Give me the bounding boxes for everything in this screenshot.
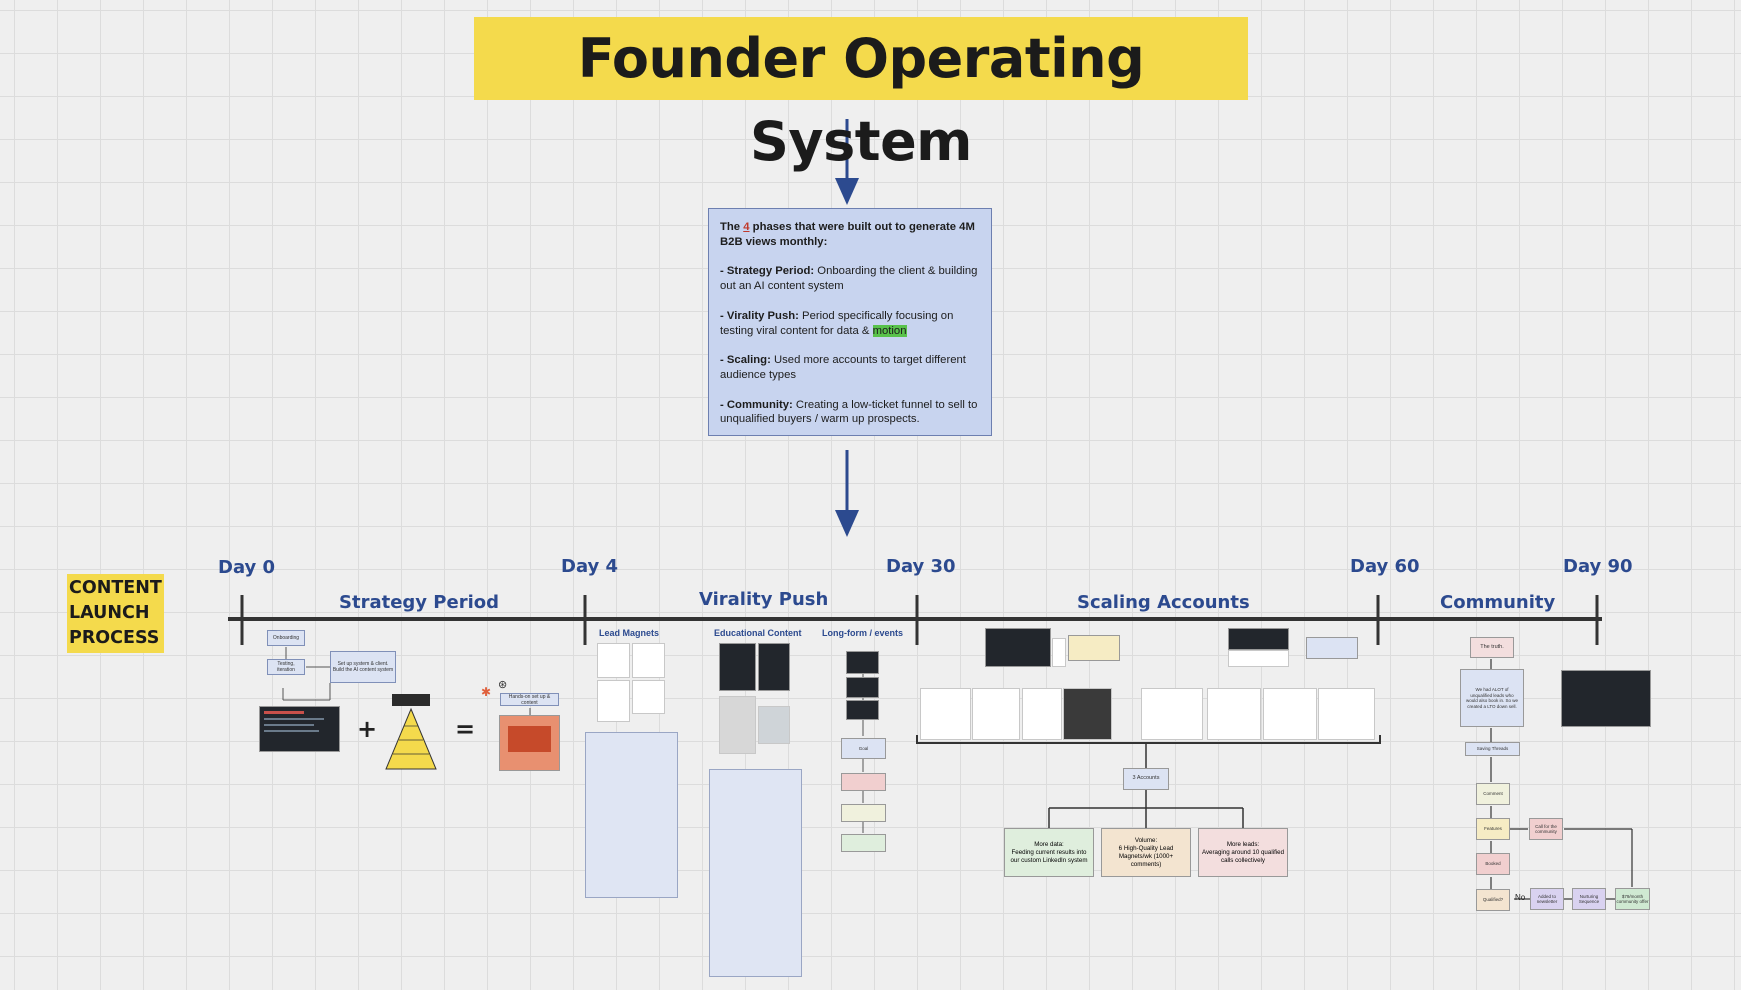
day-label-0: Day 0	[218, 557, 276, 578]
summary-phase-community: - Community: Creating a low-ticket funne…	[720, 398, 978, 426]
virality-col-longform: Long-form / events	[822, 628, 904, 638]
community-truth-box: The truth.	[1470, 637, 1514, 658]
summary-phase-strategy: - Strategy Period: Onboarding the client…	[720, 265, 978, 293]
content-launch-process-label: CONTENT LAUNCH PROCESS	[67, 574, 164, 653]
outcome-more-leads: More leads:Averaging around 10 qualified…	[1198, 828, 1288, 877]
spark-icon: ✱	[481, 685, 492, 699]
scaling-post-thumb	[972, 688, 1020, 740]
lead-magnet-thumb	[632, 643, 665, 678]
phase-label-strategy: Strategy Period	[339, 592, 499, 613]
community-offer-screenshot	[1561, 670, 1651, 727]
day-label-60: Day 60	[1350, 556, 1420, 577]
outcome-more-data: More data:Feeding current results into o…	[1004, 828, 1094, 877]
longform-step-box	[841, 834, 886, 852]
scaling-post-thumb	[1063, 688, 1112, 740]
community-step-qualified: Qualified?	[1476, 889, 1510, 911]
plus-operator: +	[357, 715, 378, 743]
day-label-4: Day 4	[561, 556, 619, 577]
scaling-post-thumb	[1263, 688, 1317, 740]
phase-label-virality: Virality Push	[699, 589, 829, 610]
scaling-account-screenshot	[1228, 628, 1289, 650]
virality-col-educational: Educational Content	[714, 628, 802, 638]
lead-magnet-thumb	[632, 680, 665, 714]
strategy-result-screenshot	[499, 715, 560, 771]
community-flow-offer: $79/month community offer	[1615, 888, 1650, 910]
phases-summary-card: The 4 phases that were built out to gene…	[708, 208, 992, 436]
community-step-booked: Booked	[1476, 853, 1510, 875]
scaling-post-thumb	[1022, 688, 1062, 740]
longform-step-box	[841, 773, 886, 791]
scaling-account-screenshot	[1228, 650, 1289, 667]
community-call-box: Call for the community	[1529, 818, 1563, 840]
educational-post-thumb	[758, 706, 790, 744]
scaling-post-thumb	[1207, 688, 1261, 740]
longform-event-thumb	[846, 700, 879, 720]
scaling-note-box	[1306, 637, 1358, 659]
phase-label-community: Community	[1440, 592, 1556, 613]
strategy-onboarding-box: Onboarding	[267, 630, 305, 646]
community-step-features: Features	[1476, 818, 1510, 840]
community-step-comment: Comment	[1476, 783, 1510, 805]
summary-intro: The 4 phases that were built out to gene…	[720, 221, 975, 248]
strategy-end-box: Hands-on set up & content	[500, 693, 559, 706]
strategy-testing-box: Testing, iteration	[267, 659, 305, 675]
longform-event-thumb	[846, 651, 879, 674]
community-no-label: No	[1515, 893, 1526, 902]
scaling-post-thumb	[1141, 688, 1203, 740]
community-note-box: We had ALOT of unqualified leads who wou…	[1460, 669, 1524, 727]
longform-event-thumb	[846, 677, 879, 698]
educational-post-thumb	[758, 643, 790, 691]
virality-col-lead-magnets: Lead Magnets	[599, 628, 660, 638]
educational-notes-doc	[709, 769, 802, 977]
content-pyramid-graphic	[385, 694, 437, 770]
longform-goal-box: Goal	[841, 738, 886, 759]
scaling-accounts-box: 3 Accounts	[1123, 768, 1169, 790]
strategy-dashboard-screenshot	[259, 706, 340, 752]
scaling-post-thumb	[920, 688, 971, 740]
outcome-volume: Volume:6 High-Quality Lead Magnets/wk (1…	[1101, 828, 1191, 877]
community-flow-newsletter: Added to newsletter	[1530, 888, 1564, 910]
scaling-account-screenshot	[985, 628, 1051, 667]
scaling-account-screenshot	[1052, 638, 1066, 667]
community-saving-threads-box: Saving Threads	[1465, 742, 1520, 756]
equals-operator: =	[455, 715, 476, 743]
lead-magnet-notes-doc	[585, 732, 678, 898]
day-label-30: Day 30	[886, 556, 956, 577]
strategy-setup-box: Set up system & client. Build the AI con…	[330, 651, 396, 683]
scaling-post-thumb	[1318, 688, 1375, 740]
community-flow-nurturing: Nurturing Sequence	[1572, 888, 1606, 910]
scaling-note-box	[1068, 635, 1120, 661]
ai-logo-icon: ⊛	[498, 679, 508, 691]
summary-phase-scaling: - Scaling: Used more accounts to target …	[720, 354, 966, 381]
page-title: Founder Operating System	[474, 17, 1248, 173]
lead-magnet-thumb	[597, 680, 630, 722]
lead-magnet-thumb	[597, 643, 630, 678]
longform-step-box	[841, 804, 886, 822]
summary-phase-virality: - Virality Push: Period specifically foc…	[720, 309, 954, 337]
educational-post-thumb	[719, 643, 756, 691]
educational-post-thumb	[719, 696, 756, 754]
day-label-90: Day 90	[1563, 556, 1633, 577]
phase-label-scaling: Scaling Accounts	[1077, 592, 1250, 613]
